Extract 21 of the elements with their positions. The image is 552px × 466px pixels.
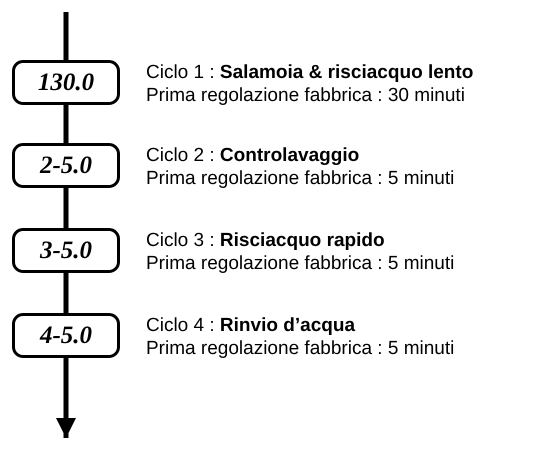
cycle-title: Ciclo 4 : Rinvio d’acqua bbox=[146, 315, 356, 337]
step-box bbox=[12, 313, 120, 358]
step-box bbox=[12, 228, 120, 273]
arrow bbox=[56, 358, 76, 438]
step-box bbox=[12, 143, 120, 188]
default-setting-note: Prima regolazione fabbrica : 5 minuti bbox=[146, 253, 454, 275]
cycle-title: Ciclo 1 : Salamoia & risciacquo lento bbox=[146, 62, 474, 84]
step-value: 130.0 bbox=[38, 68, 94, 96]
default-setting-note: Prima regolazione fabbrica : 5 minuti bbox=[146, 338, 454, 360]
cycle-title: Ciclo 3 : Risciacquo rapido bbox=[146, 230, 385, 252]
default-setting-note: Prima regolazione fabbrica : 5 minuti bbox=[146, 168, 454, 190]
cycle-title: Ciclo 2 : Controlavaggio bbox=[146, 145, 360, 167]
step-value: 4-5.0 bbox=[40, 322, 92, 350]
default-setting-note: Prima regolazione fabbrica : 30 minuti bbox=[146, 85, 465, 107]
step-value: 3-5.0 bbox=[40, 236, 92, 264]
connector-line bbox=[64, 188, 68, 228]
connector-line bbox=[64, 273, 68, 313]
step-value: 2-5.0 bbox=[40, 152, 92, 180]
step-box bbox=[12, 60, 120, 105]
connector-line bbox=[64, 12, 68, 60]
connector-line bbox=[64, 105, 68, 143]
